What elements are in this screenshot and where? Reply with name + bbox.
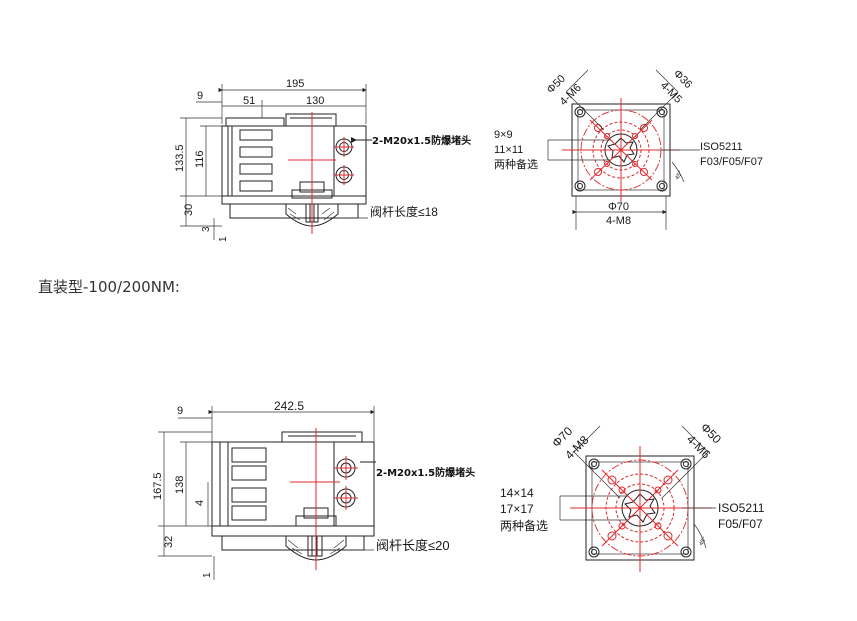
dim-4: 4 [194, 500, 206, 506]
dim-1-top: 1 [218, 236, 229, 242]
bottom-flange-sq1: 14×14 [500, 486, 534, 500]
dim-130: 130 [306, 95, 324, 107]
top-flange-angle: 45° [675, 170, 685, 181]
bottom-flange-view [559, 425, 716, 572]
bottom-flange-choice: 两种备选 [500, 519, 548, 533]
plug-note-bottom: 2-M20x1.5防爆堵头 [376, 466, 475, 479]
bottom-flange-iso: ISO5211 [718, 501, 765, 515]
stem-length-note-bottom: 阀杆长度≤20 [376, 538, 450, 553]
dim-3: 3 [201, 226, 212, 232]
top-flange-iso-f: F03/F05/F07 [700, 156, 763, 168]
dim-138: 138 [174, 476, 186, 494]
section-caption: 直装型-100/200NM: [38, 278, 180, 296]
dim-51: 51 [243, 95, 255, 107]
dim-9-bottom: 9 [177, 405, 183, 417]
top-flange-choice: 两种备选 [494, 157, 538, 171]
dim-242-5: 242.5 [274, 399, 304, 413]
top-flange-phi70: Φ70 [608, 201, 629, 213]
bottom-flange-sq2: 17×17 [500, 502, 534, 516]
bottom-flange-labels: Φ70 4-M8 Φ50 4-M6 14×14 17×17 两种备选 ISO52… [500, 420, 765, 547]
top-flange-sq2: 11×11 [494, 144, 523, 156]
top-flange-labels: Φ50 4-M6 Φ36 4-M5 9×9 11×11 两种备选 ISO5211… [494, 68, 763, 227]
dim-167-5: 167.5 [152, 472, 164, 500]
dim-195: 195 [286, 78, 304, 90]
top-flange-view [547, 69, 700, 230]
dim-30: 30 [183, 204, 195, 216]
top-side-view [180, 84, 372, 240]
stem-length-note-top: 阀杆长度≤18 [370, 204, 438, 219]
dim-32: 32 [163, 536, 175, 548]
dim-133-5: 133.5 [174, 144, 186, 172]
dim-9-top: 9 [197, 90, 203, 102]
bottom-side-view [158, 406, 376, 580]
bottom-flange-iso-f: F05/F07 [718, 517, 763, 531]
top-flange-iso: ISO5211 [700, 141, 743, 153]
top-side-labels: 195 9 51 130 133.5 116 30 3 1 2-M20x1.5防… [174, 78, 471, 242]
dim-1-bottom: 1 [202, 572, 213, 578]
bottom-flange-angle: 45° [699, 536, 709, 547]
top-flange-sq1: 9×9 [494, 129, 513, 141]
bottom-side-labels: 242.5 9 167.5 138 4 32 1 2-M20x1.5防爆堵头 阀… [152, 399, 475, 578]
top-flange-m8: 4-M8 [606, 215, 631, 227]
dim-116: 116 [194, 150, 206, 168]
plug-note-top: 2-M20x1.5防爆堵头 [372, 134, 471, 147]
